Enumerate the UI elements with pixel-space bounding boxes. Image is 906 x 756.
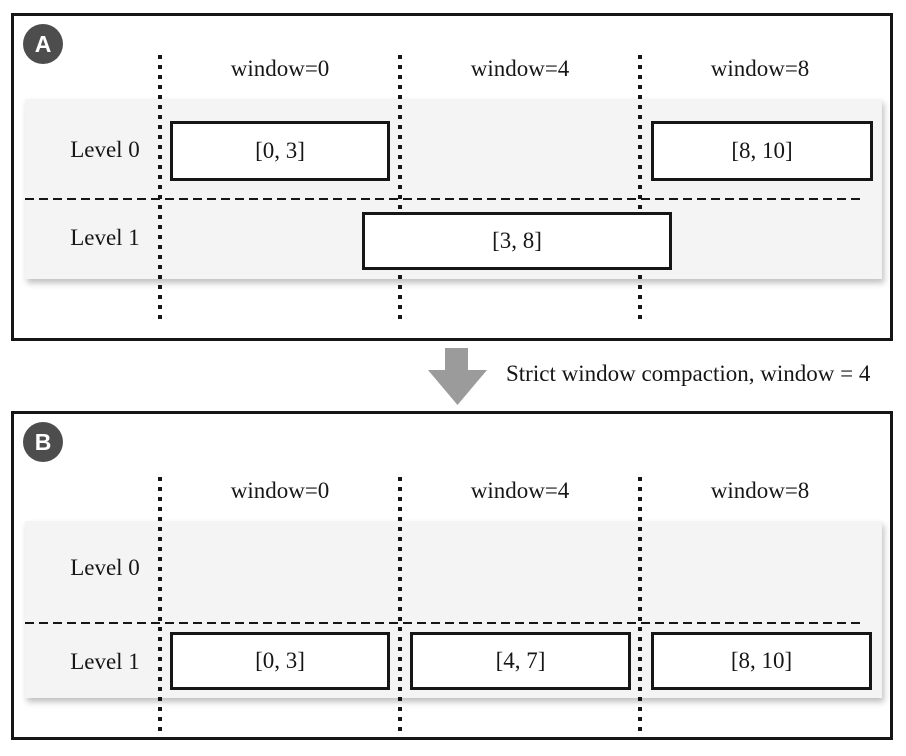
interval-label: [0, 3] <box>255 648 305 673</box>
panel-b-column-label-window8: window=8 <box>710 478 810 503</box>
panel-b: B window=0 window=4 window=8 Level 0 Lev… <box>11 411 893 740</box>
interval-label: [8, 10] <box>730 648 793 673</box>
panel-b-window0-dotted-line <box>158 477 162 735</box>
interval-label: [4, 7] <box>495 648 546 673</box>
panel-b-row-label-level0: Level 0 <box>70 555 140 580</box>
panel-a-column-label-window0: window=0 <box>230 56 330 81</box>
panel-a-window0-dotted-line <box>158 55 162 322</box>
interval-box: [8, 10] <box>651 632 872 690</box>
down-arrow-icon <box>428 348 487 405</box>
interval-box: [4, 7] <box>410 632 631 690</box>
panel-a-column-label-window8: window=8 <box>710 56 810 81</box>
transition-caption: Strict window compaction, window = 4 <box>506 361 871 386</box>
panel-b-level-divider-dashed-line <box>25 622 860 624</box>
interval-box: [0, 3] <box>170 632 390 690</box>
interval-box: [3, 8] <box>362 212 672 270</box>
interval-box: [8, 10] <box>651 121 873 181</box>
panel-a-row-label-level0: Level 0 <box>70 137 140 162</box>
panel-a-badge: A <box>23 24 63 64</box>
panel-b-window4-dotted-line <box>398 477 402 735</box>
panel-b-column-label-window0: window=0 <box>230 478 330 503</box>
panel-a: A window=0 window=4 window=8 Level 0 Lev… <box>11 13 893 341</box>
panel-a-row-label-level1: Level 1 <box>70 225 140 250</box>
panel-b-window8-dotted-line <box>638 477 642 735</box>
panel-b-badge: B <box>23 422 63 462</box>
interval-box: [0, 3] <box>170 121 390 181</box>
panel-b-row-label-level1: Level 1 <box>70 649 140 674</box>
interval-label: [0, 3] <box>255 138 305 163</box>
panel-a-level-divider-dashed-line <box>25 198 860 200</box>
interval-label: [3, 8] <box>492 228 542 253</box>
interval-label: [8, 10] <box>731 138 793 163</box>
panel-a-column-label-window4: window=4 <box>470 56 570 81</box>
panel-a-window8-dotted-line <box>638 55 642 322</box>
panel-a-window4-dotted-line <box>398 55 402 322</box>
panel-b-column-label-window4: window=4 <box>470 478 570 503</box>
